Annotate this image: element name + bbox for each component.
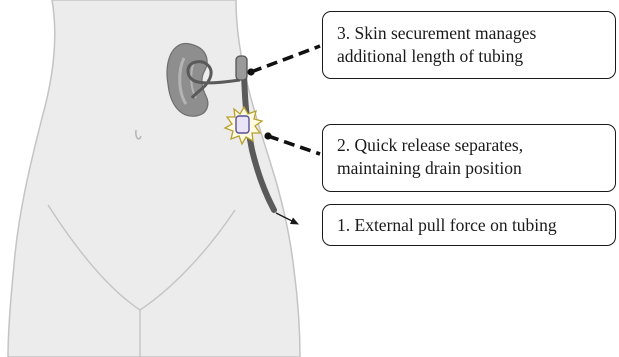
torso-silhouette	[8, 0, 300, 357]
callout-skin-securement: 3. Skin securement manages additional le…	[322, 11, 616, 79]
callout-3-line-2: additional length of tubing	[337, 45, 605, 68]
quick-release-connector-icon	[236, 116, 249, 133]
leader-line-3	[247, 46, 320, 76]
leader-line-2	[264, 132, 320, 154]
callout-1-line-1: 1. External pull force on tubing	[337, 214, 605, 237]
callout-2-line-1: 2. Quick release separates,	[337, 134, 605, 157]
torso-illustration	[8, 0, 300, 357]
callout-2-line-2: maintaining drain position	[337, 157, 605, 180]
callout-quick-release: 2. Quick release separates, maintaining …	[322, 124, 616, 192]
skin-securement-device	[236, 56, 247, 80]
callout-pull-force: 1. External pull force on tubing	[322, 204, 616, 246]
callout-3-line-1: 3. Skin securement manages	[337, 22, 605, 45]
